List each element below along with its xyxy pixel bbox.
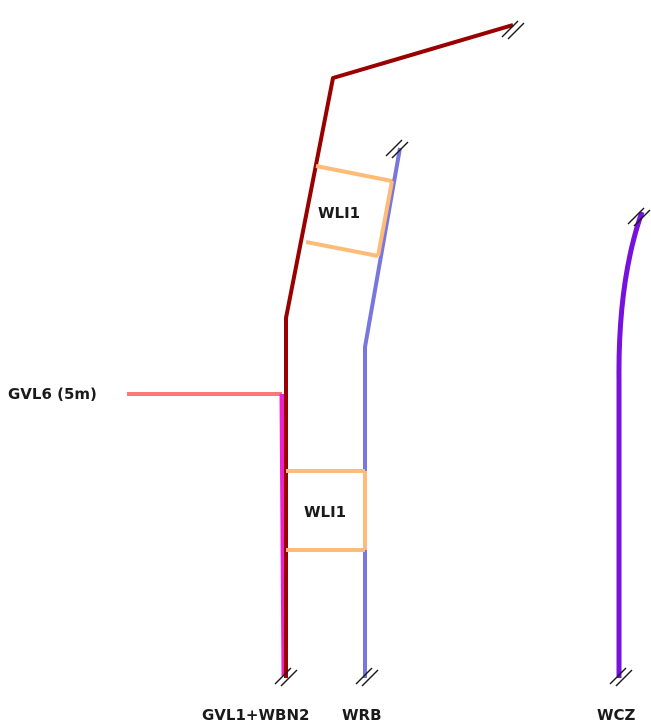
gvl1-line[interactable]: [284, 23, 514, 678]
break-icon-wrb-bottom: [355, 667, 379, 687]
gvl6-label: GVL6 (5m): [8, 385, 97, 403]
wli1-label-upper: WLI1: [318, 204, 360, 222]
wcz-label: WCZ: [597, 706, 636, 724]
break-icon-wrb-top: [385, 139, 409, 159]
break-icon-gvl1-top: [501, 20, 525, 40]
wcz-line[interactable]: [616, 211, 645, 678]
wli1-connector-lower[interactable]: [286, 469, 367, 552]
break-icon-gvl1-bottom: [274, 667, 298, 687]
wli1-connector-upper[interactable]: [305, 164, 394, 258]
wrb-label: WRB: [342, 706, 382, 724]
wbn2-line-segment[interactable]: [279, 393, 287, 677]
break-icon-wcz-top: [627, 207, 651, 227]
wrb-line[interactable]: [363, 147, 402, 678]
gvl1-wbn2-label: GVL1+WBN2: [202, 706, 309, 724]
break-icon-wcz-bottom: [609, 667, 633, 687]
wli1-label-lower: WLI1: [304, 503, 346, 521]
